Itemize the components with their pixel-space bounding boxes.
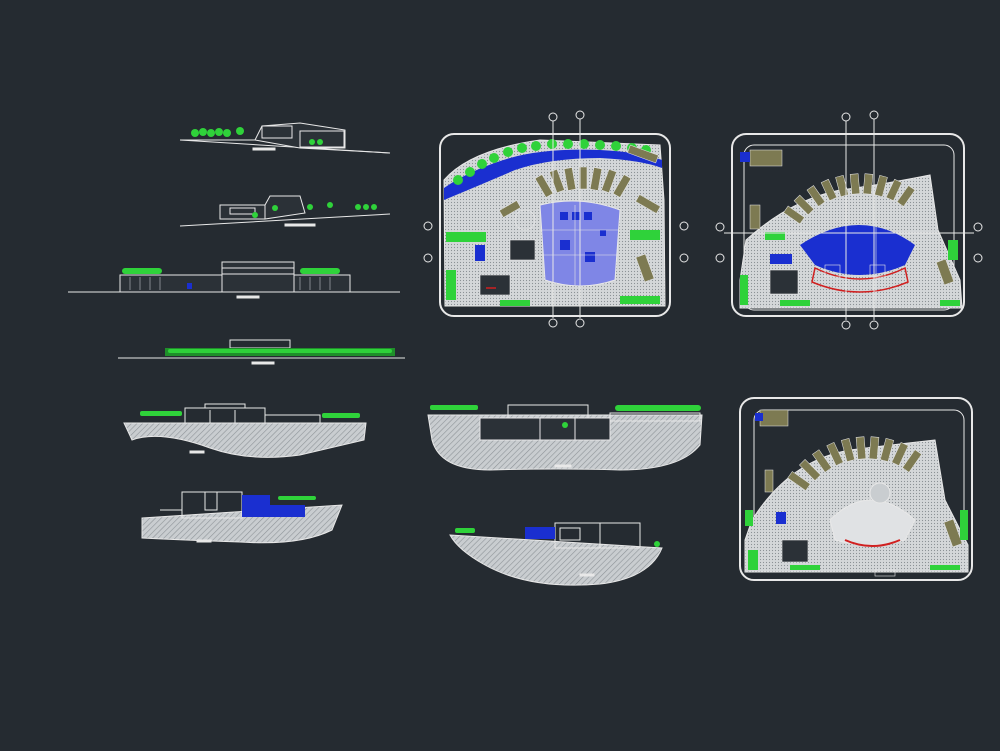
section-a — [123, 403, 367, 458]
elevation-1 — [179, 122, 391, 154]
plan-ground-floor — [423, 110, 689, 328]
plan-roof — [739, 397, 973, 581]
elevation-2 — [179, 195, 391, 227]
section-c — [141, 491, 343, 544]
elevation-4 — [118, 339, 405, 365]
section-b — [427, 404, 703, 471]
section-d — [449, 522, 663, 586]
elevation-3 — [68, 261, 400, 299]
plan-upper-floor — [715, 110, 983, 330]
